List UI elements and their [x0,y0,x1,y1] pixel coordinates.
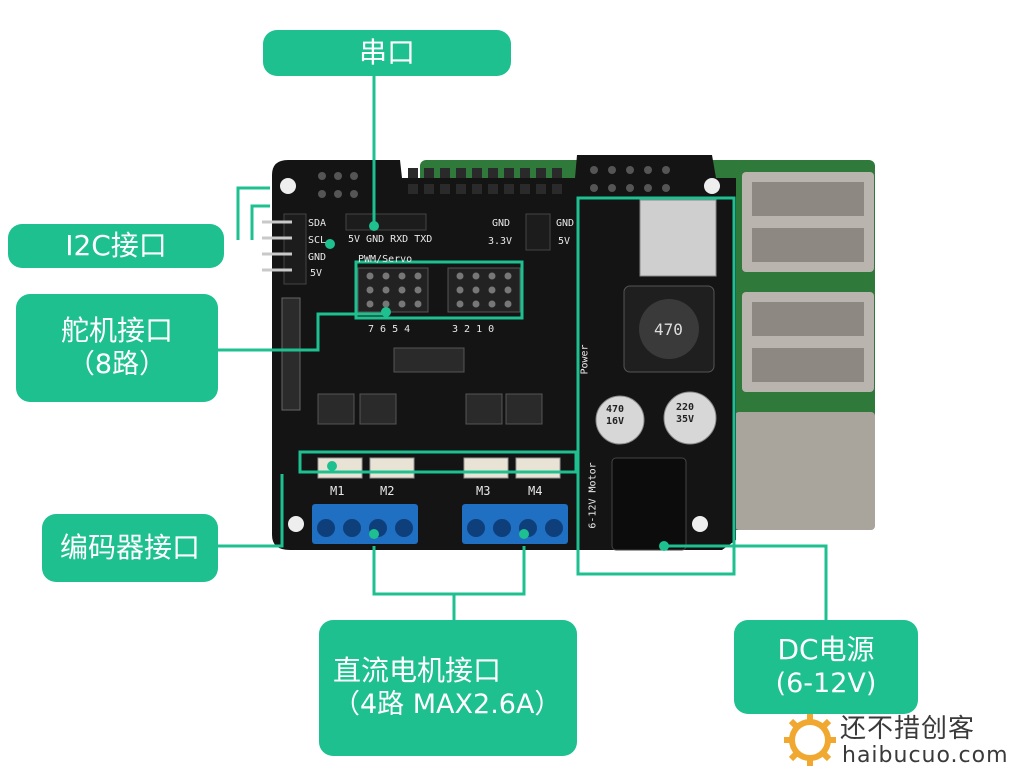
label-m4: M4 [528,484,543,498]
label-motor-voltage: 6-12V Motor [587,462,599,529]
encoder-connector-m1 [317,457,363,479]
voltage-regulator [639,199,717,277]
label-cap2-voltage: 35V [676,414,695,425]
servo-highlight [354,260,524,320]
callout-encoder-text: 编码器接口 [59,530,200,564]
callout-dc-motor-line1: 直流电机接口 [333,654,502,688]
label-pwm-left-numbers: 7 6 5 4 [368,324,411,335]
callout-dc-power: DC电源 (6-12V) [734,620,918,714]
capacitor-470uf [595,395,645,445]
label-5v-right: 5V [558,236,571,247]
label-power: Power [579,344,591,375]
power-highlight [576,196,736,576]
dc-power-jack [611,457,687,551]
pwm-driver-chip [393,347,465,373]
label-5v: 5V [310,268,323,279]
encoder-connector-m2 [369,457,415,479]
mounting-hole [288,516,304,532]
mounting-hole [704,178,720,194]
dc-motor-terminal-left [312,504,418,544]
motor-driver-chip [359,393,397,425]
label-3v3: 3.3V [488,236,513,247]
watermark-title: 还不措创客 [840,714,976,744]
encoder-connector-m3 [463,457,509,479]
encoder-highlight [298,450,578,474]
label-m1: M1 [330,484,345,498]
ethernet-port [735,412,875,530]
callout-i2c: I2C接口 [8,224,224,268]
callout-dc-power-line1: DC电源 [777,633,875,667]
mounting-hole [280,178,296,194]
gear-logo-icon [784,714,836,766]
label-cap1-voltage: 16V [606,416,625,427]
label-uart-pins: 5V GND RXD TXD [348,234,433,245]
mounting-hole [692,516,708,532]
motor-driver-chip [317,393,355,425]
label-gnd: GND [308,252,327,263]
capacitor-220uf [663,391,717,445]
callout-dc-motor-line2: （4路 MAX2.6A） [333,688,562,720]
callout-servo-line2: （8路） [67,348,167,380]
label-gnd-right: GND [556,218,575,229]
label-scl: SCL [308,235,327,246]
callout-i2c-text: I2C接口 [65,228,167,262]
callout-serial-text: 串口 [358,35,415,69]
label-cap2-value: 220 [676,402,695,413]
label-m2: M2 [380,484,395,498]
gpio-header [408,168,562,194]
callout-serial: 串口 [263,30,511,76]
dc-motor-terminal-right [462,504,568,544]
callout-dc-power-line2: (6-12V) [775,667,877,699]
label-sda: SDA [308,218,327,229]
label-m3: M3 [476,484,491,498]
watermark-url: haibucuo.com [842,743,1009,768]
motor-driver-chip [465,393,503,425]
callout-dc-motor: 直流电机接口 （4路 MAX2.6A） [319,620,577,756]
label-cap1-value: 470 [606,404,625,415]
label-inductor-value: 470 [654,320,683,339]
label-gnd-top: GND [492,218,511,229]
motor-driver-chip [505,393,543,425]
callout-servo: 舵机接口 （8路） [16,294,218,402]
callout-encoder: 编码器接口 [42,514,218,582]
label-pwm-right-numbers: 3 2 1 0 [452,324,495,335]
i2c-header [283,213,307,285]
callout-servo-line1: 舵机接口 [60,314,173,348]
encoder-connector-m4 [515,457,561,479]
label-pwm-servo: PWM/Servo [358,254,413,265]
serial-header [345,213,427,231]
